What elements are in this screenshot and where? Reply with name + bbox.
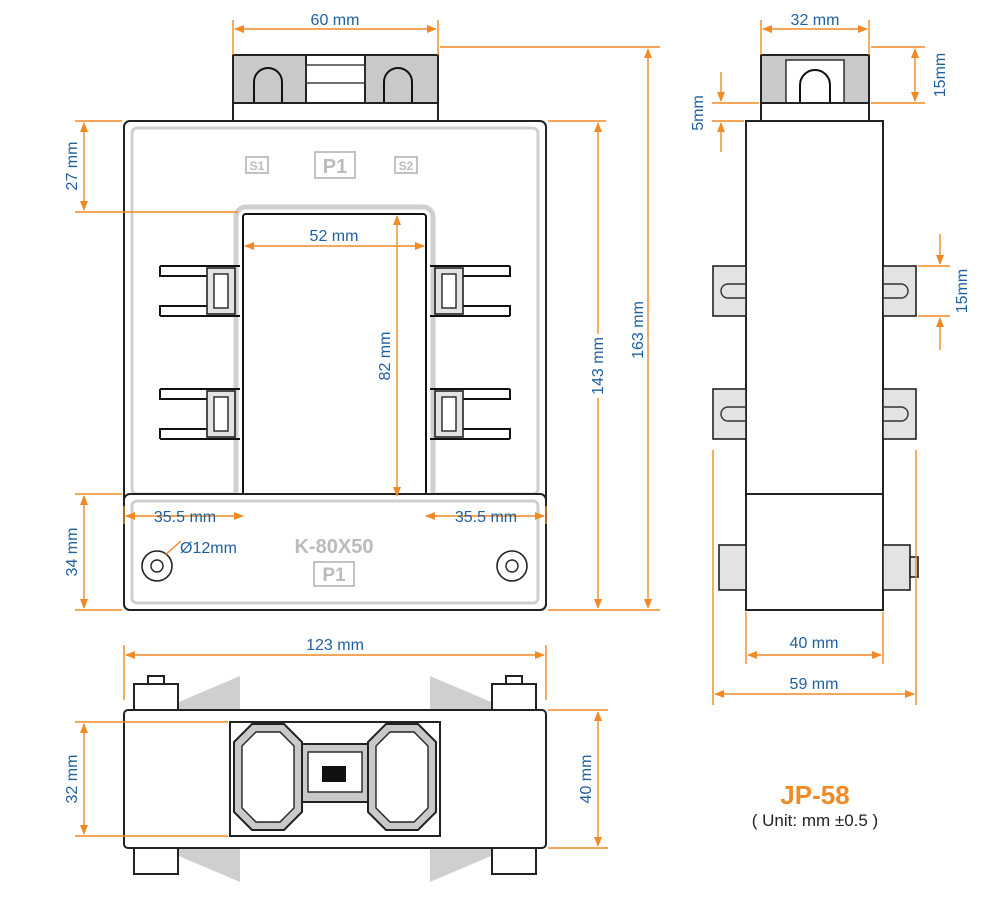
side-clip-left-top (712, 265, 747, 317)
dim-top-width: 60 mm (311, 12, 360, 29)
dim-clip-height: 15mm (954, 269, 971, 313)
dim-offset: 5mm (690, 95, 707, 131)
dim-side-total-width: 59 mm (790, 676, 839, 693)
dim-side-base-width: 40 mm (790, 635, 839, 652)
bottom-dimensions: 32 mm 40 mm (63, 709, 608, 849)
title-block: JP-58 ( Unit: mm ±0.5 ) (752, 780, 878, 830)
unit-note: ( Unit: mm ±0.5 ) (752, 811, 878, 830)
model-marking: K-80X50 (295, 536, 374, 558)
dim-side-top-width: 32 mm (791, 12, 840, 29)
front-clip-right-top (430, 265, 511, 317)
dim-top-offset-bg (63, 134, 81, 198)
front-clip-left-top (159, 265, 240, 317)
dim-window-height: 82 mm (377, 332, 394, 381)
side-base (745, 493, 884, 611)
dim-total-height-bg (629, 298, 647, 362)
bottom-view (123, 675, 547, 882)
front-clip-right-bottom (430, 388, 511, 440)
side-body (745, 120, 884, 495)
front-terminal-block (232, 54, 439, 122)
dim-top-offset: 27 mm (64, 142, 81, 191)
dim-bottom-height-bg (63, 520, 81, 584)
dim-bottom-height: 34 mm (64, 528, 81, 577)
front-bottom-section (123, 493, 547, 611)
side-clip-right-bottom (882, 388, 917, 440)
dim-left-margin: 35.5 mm (154, 509, 216, 526)
front-hole-right (496, 550, 528, 582)
side-dimensions: 32 mm 15mm 5mm 15mm 40 mm 59 mm (690, 12, 971, 705)
dim-bottom-inner-depth-bg (63, 747, 81, 811)
dim-bottom-inner-depth: 32 mm (64, 755, 81, 804)
dim-cap-height: 15mm (932, 53, 949, 97)
dim-bottom-outer-depth: 40 mm (578, 755, 595, 804)
dim-total-height: 163 mm (630, 301, 647, 359)
side-clip-right-top (882, 265, 917, 317)
side-view (712, 54, 919, 611)
dim-hole-diameter: Ø12mm (180, 540, 237, 557)
model-title: JP-58 (780, 780, 849, 810)
front-clip-left-bottom (159, 388, 240, 440)
label-s1: S1 (250, 159, 265, 173)
front-hole-left (141, 550, 173, 582)
front-view: S1 P1 S2 K-80X50 P1 (123, 54, 547, 611)
bottom-center-slot (322, 766, 346, 782)
dim-body-height-bg (589, 334, 607, 398)
label-s2: S2 (399, 159, 414, 173)
dim-window-height-bg (376, 324, 394, 388)
dim-body-height: 143 mm (590, 337, 607, 395)
dim-cap-height-bg (931, 43, 949, 107)
dim-body-width: 123 mm (306, 637, 364, 654)
front-dimensions: 60 mm 163 mm 143 mm 27 mm 34 mm 52 mm 82… (63, 12, 660, 700)
dim-window-width: 52 mm (310, 228, 359, 245)
label-p1: P1 (323, 156, 347, 178)
bottom-p1-marking: P1 (322, 565, 346, 586)
side-clip-left-bottom (712, 388, 747, 440)
dim-right-margin: 35.5 mm (455, 509, 517, 526)
dim-clip-height-bg (953, 259, 971, 323)
dim-bottom-outer-depth-bg (577, 747, 595, 811)
